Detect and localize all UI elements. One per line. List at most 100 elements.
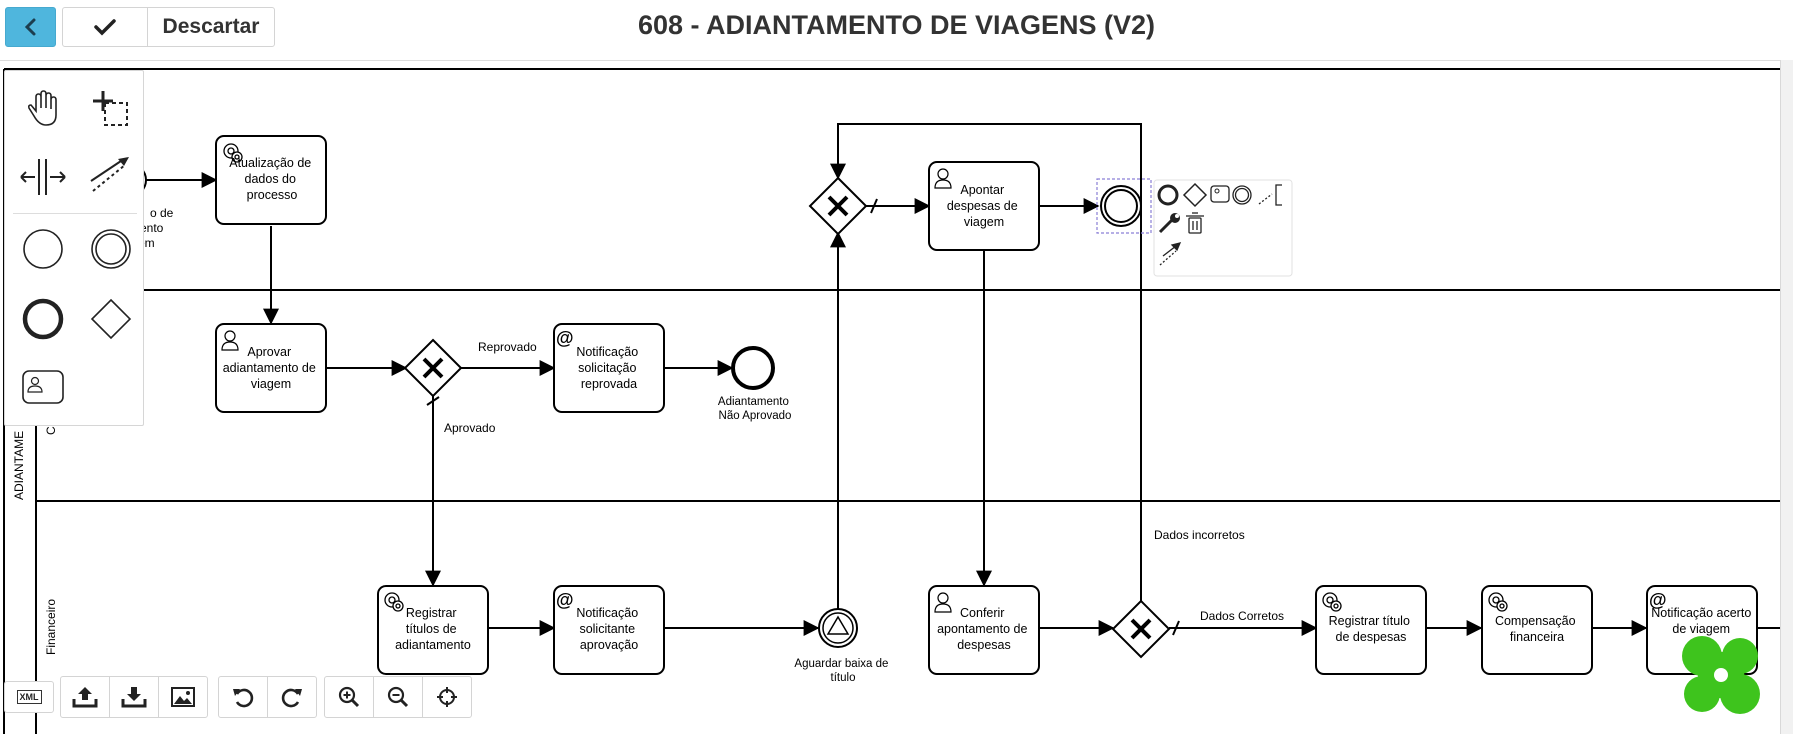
flow-label-dados-incorretos: Dados incorretos [1154, 528, 1245, 542]
gear-icon [1322, 592, 1342, 612]
zoom-in-button[interactable] [325, 677, 374, 717]
space-tool[interactable] [17, 151, 69, 203]
hand-icon [27, 90, 57, 126]
global-connect-tool[interactable] [85, 151, 137, 203]
append-intermediate-event-icon[interactable] [1232, 185, 1252, 205]
exclusive-gateway-loop[interactable] [808, 176, 868, 236]
gear-icon [1488, 592, 1508, 612]
svg-text:Registrar títulos de: Registrar títulos de adiantamento [395, 606, 471, 652]
flow-label-reprovado: Reprovado [478, 340, 537, 354]
end-event-icon [22, 298, 64, 340]
space-tool-icon [20, 159, 66, 195]
append-end-event-icon[interactable] [1157, 184, 1179, 206]
wrench-icon[interactable] [1158, 213, 1180, 234]
download-icon [121, 687, 147, 708]
top-bar: Descartar 608 - ADIANTAMENTO DE VIAGENS … [0, 0, 1793, 61]
task-aprovar-adiantamento[interactable]: Aprovar adiantamento de viagem [215, 323, 327, 413]
tool-palette [4, 70, 144, 426]
intermediate-event-aguardar-baixa[interactable] [818, 608, 858, 648]
svg-text:Atualização de dados do: Atualização de dados do processo [229, 156, 315, 202]
task-notificacao-aprovacao[interactable]: @ Notificação solicitante aprovação [553, 585, 665, 675]
connect-icon [90, 157, 129, 192]
svg-text:Notificação solicitante: Notificação solicitante aprovação [576, 606, 641, 652]
svg-text:ento: ento [140, 221, 164, 235]
sequence-flows [146, 123, 1793, 636]
center-view-button[interactable] [423, 677, 471, 717]
svg-text:o de: o de [150, 206, 174, 220]
pool-label: ADIANTAME [12, 431, 26, 500]
intermediate-event-icon [91, 229, 131, 269]
history-toolbar [218, 676, 317, 718]
trash-icon[interactable] [1186, 212, 1204, 234]
zoom-out-button[interactable] [374, 677, 423, 717]
hand-tool[interactable] [17, 83, 69, 135]
lane-label-financeiro: Financeiro [44, 599, 58, 655]
lasso-tool[interactable] [85, 83, 137, 135]
brand-logo [1682, 636, 1760, 714]
lane-label-c: C [44, 426, 58, 435]
append-gateway-icon[interactable] [1182, 182, 1208, 208]
svg-text:Apontar despesas de: Apontar despesas de viagem [947, 183, 1021, 229]
back-button[interactable] [5, 7, 56, 47]
task-icon [22, 370, 64, 404]
user-icon [934, 592, 952, 613]
append-task-icon[interactable] [1210, 185, 1230, 203]
svg-text:Compensação financeira: Compensação financeira [1495, 614, 1579, 644]
start-event-icon [23, 229, 63, 269]
task-notificacao-reprovada[interactable]: @ Notificação solicitação reprovada [553, 323, 665, 413]
create-task[interactable] [17, 361, 69, 413]
svg-text:Conferir apontamento de: Conferir apontamento de despesas [937, 606, 1031, 652]
checkmark-icon [94, 19, 116, 36]
at-icon: @ [556, 590, 574, 610]
exclusive-gateway-conferencia[interactable] [1111, 599, 1171, 659]
redo-icon [281, 688, 302, 708]
user-icon [221, 330, 239, 351]
end-event-label: Adiantamento Não Aprovado [718, 396, 792, 422]
connect-arrow-icon[interactable] [1159, 242, 1182, 266]
page-title: 608 - ADIANTAMENTO DE VIAGENS (V2) [637, 10, 1156, 40]
svg-text:Notificação solicitação: Notificação solicitação reprovada [576, 345, 641, 391]
svg-text:Registrar título de desp: Registrar título de despesas [1329, 614, 1414, 644]
at-icon: @ [1649, 590, 1667, 610]
bpmn-canvas[interactable]: ADIANTAME C Financeiro Reprovado Aprovad… [0, 60, 1793, 734]
task-conferir-apontamento[interactable]: Conferir apontamento de despesas [928, 585, 1040, 675]
gear-icon [223, 143, 243, 163]
export-image-button[interactable] [159, 677, 207, 717]
discard-button[interactable]: Descartar [147, 7, 275, 47]
chevron-left-icon [24, 18, 35, 36]
xml-label: XML [16, 690, 42, 704]
zoom-in-icon [338, 686, 360, 708]
task-atualizacao-dados[interactable]: Atualização de dados do processo [215, 135, 327, 225]
palette-separator [13, 213, 137, 214]
end-event-nao-aprovado[interactable] [731, 346, 775, 390]
confirm-button[interactable] [62, 7, 148, 47]
download-button[interactable] [110, 677, 159, 717]
create-intermediate-event[interactable] [85, 223, 137, 275]
user-icon [934, 168, 952, 189]
intermediate-event-label: Aguardar baixa de título [794, 658, 891, 684]
create-end-event[interactable] [17, 293, 69, 345]
exclusive-gateway-aprovacao[interactable] [403, 338, 463, 398]
gear-icon [384, 592, 404, 612]
flow-label-dados-corretos: Dados Corretos [1200, 609, 1284, 623]
redo-button[interactable] [268, 677, 316, 717]
text-annotation-icon[interactable] [1258, 184, 1282, 206]
task-registrar-despesas[interactable]: Registrar título de despesas [1315, 585, 1427, 675]
create-gateway[interactable] [85, 293, 137, 345]
xml-button[interactable]: XML [4, 681, 54, 713]
upload-button[interactable] [61, 677, 110, 717]
properties-panel-toggle[interactable] [1780, 60, 1793, 734]
crosshair-icon [437, 687, 457, 707]
svg-text:Aprovar adiantamento de: Aprovar adiantamento de viagem [223, 345, 320, 391]
at-icon: @ [556, 328, 574, 348]
undo-button[interactable] [219, 677, 268, 717]
task-registrar-adiantamento[interactable]: Registrar títulos de adiantamento [377, 585, 489, 675]
file-toolbar [60, 676, 208, 718]
upload-icon [72, 687, 98, 708]
image-icon [171, 687, 195, 707]
create-start-event[interactable] [17, 223, 69, 275]
gateway-icon [90, 298, 132, 340]
task-compensacao-financeira[interactable]: Compensação financeira [1481, 585, 1593, 675]
task-apontar-despesas[interactable]: Apontar despesas de viagem [928, 161, 1040, 251]
end-event-selected[interactable] [1096, 178, 1152, 234]
